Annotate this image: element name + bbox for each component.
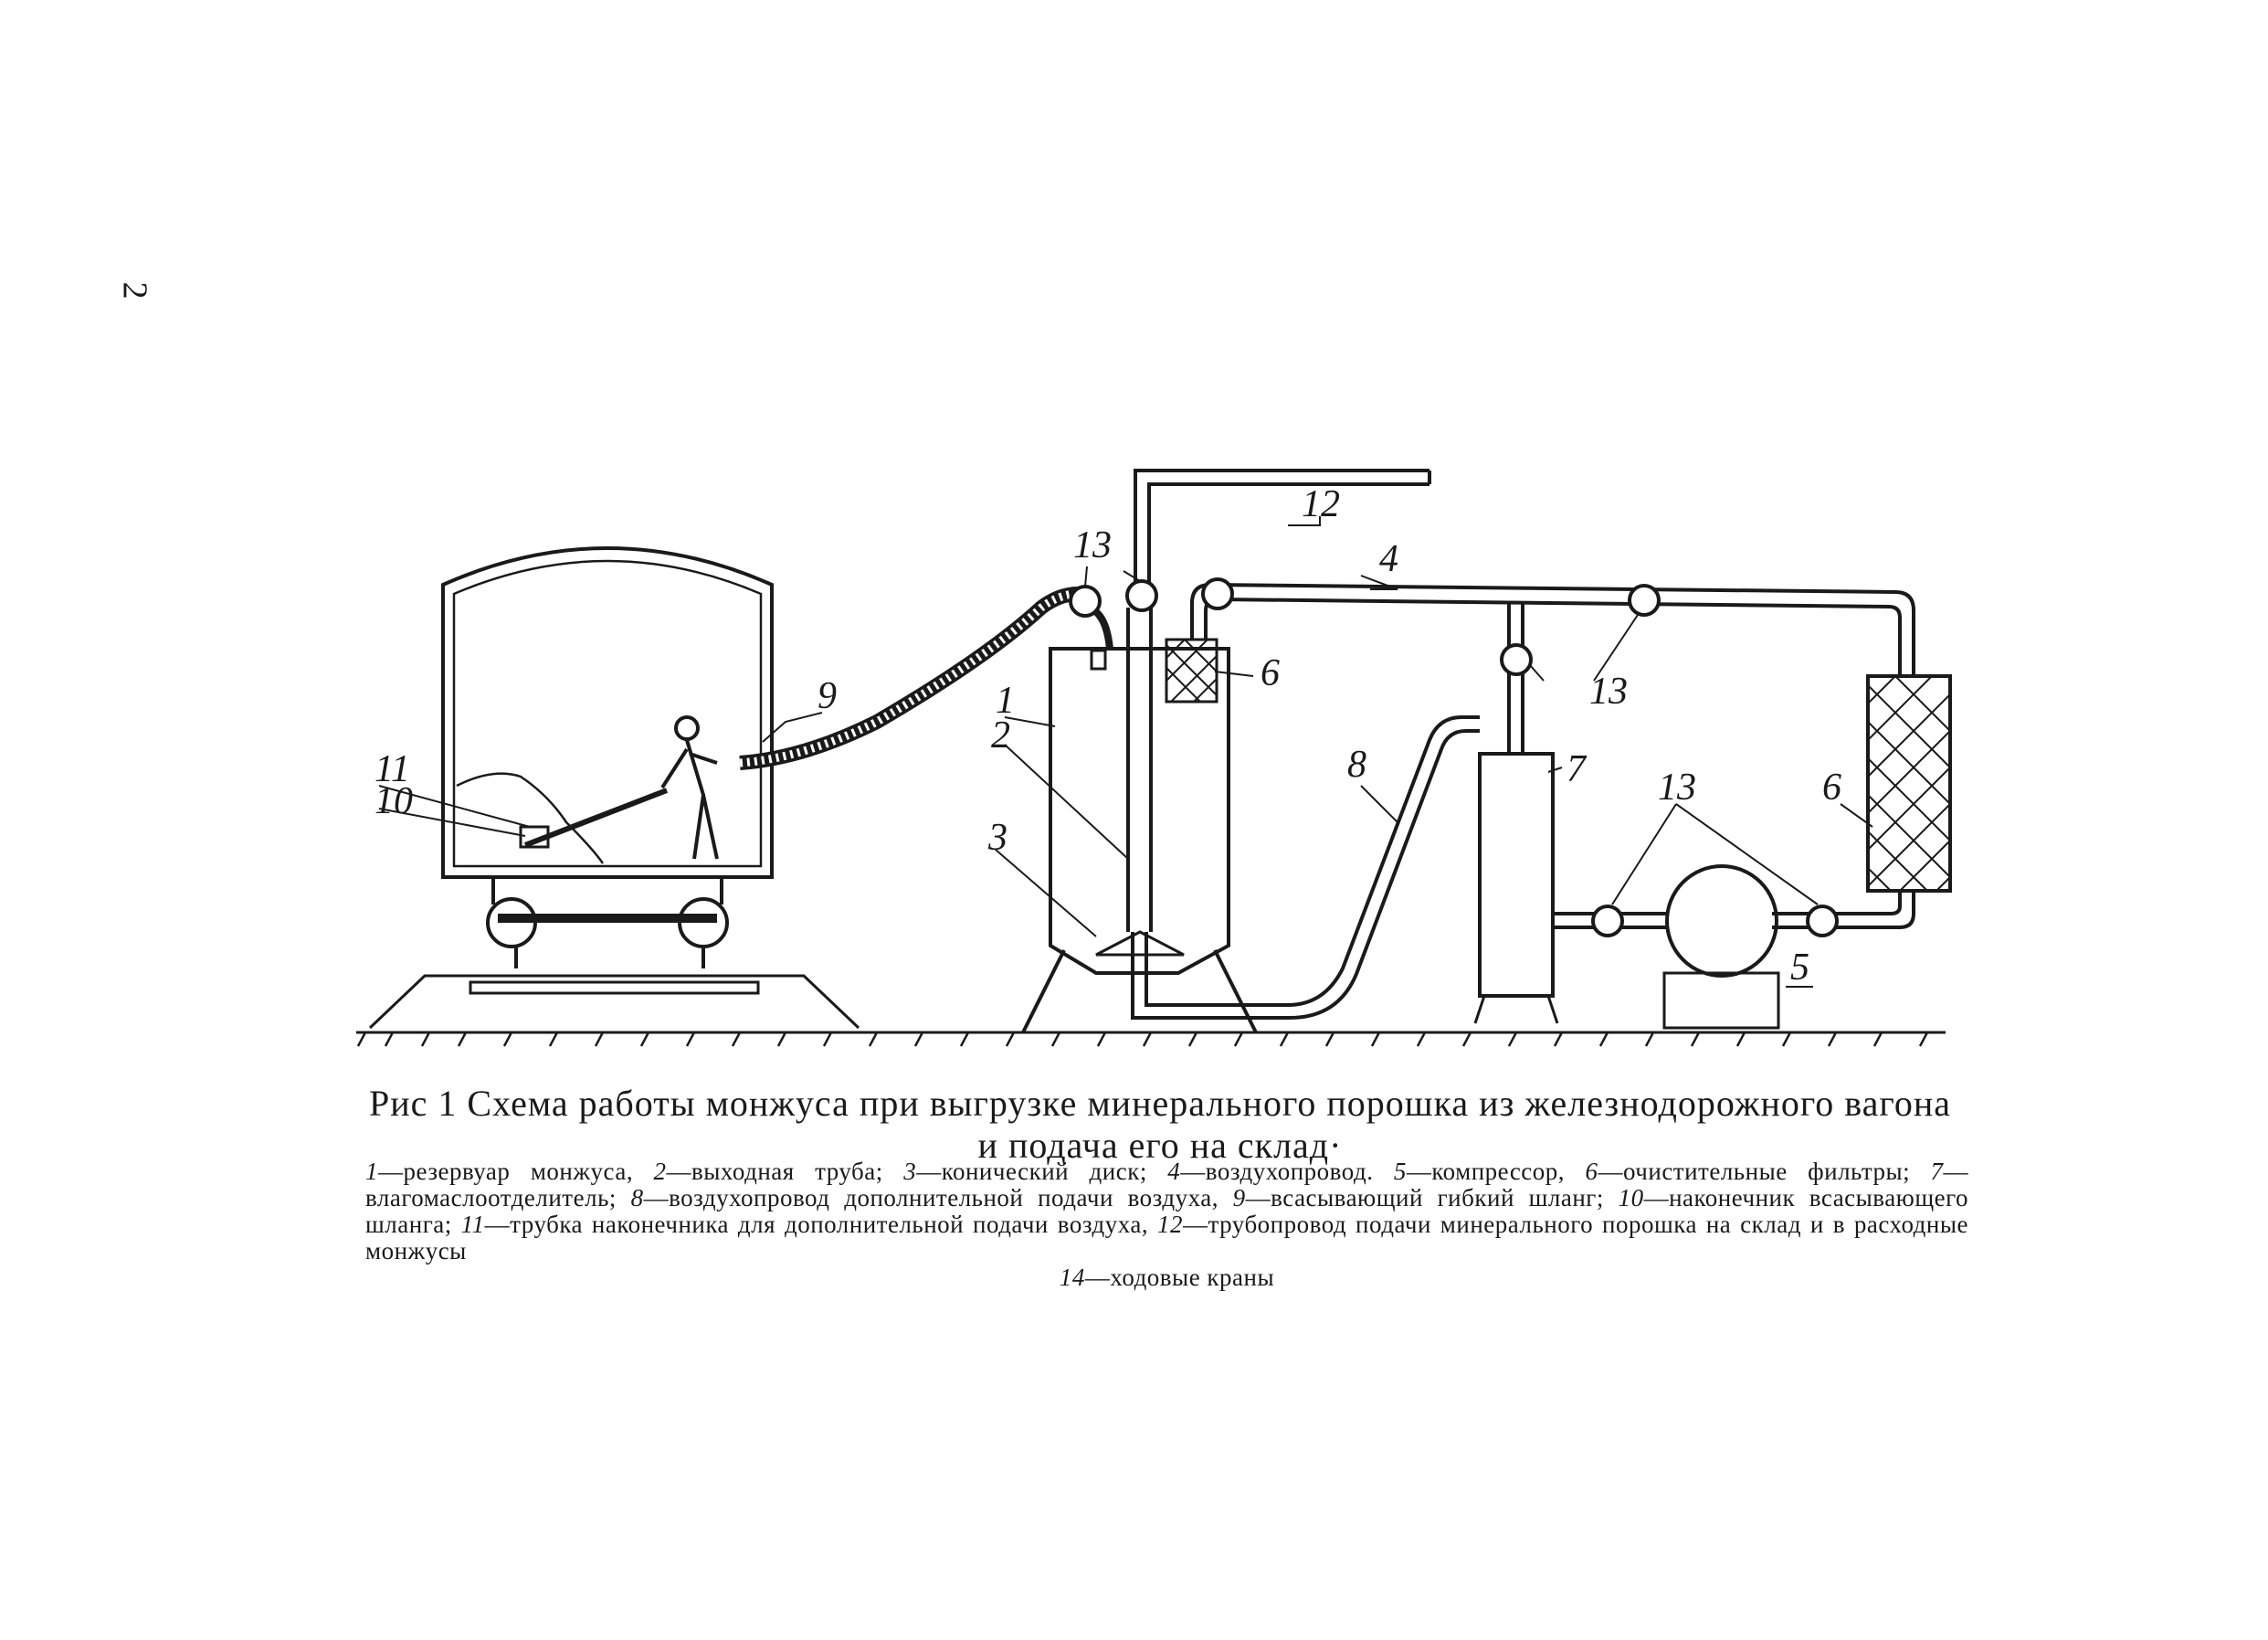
small-filter-hatch: [1166, 639, 1218, 703]
worker-head: [674, 715, 700, 741]
legend-item: 7—влагомаслоотделитель;: [365, 1158, 1969, 1211]
leader-line: [1547, 767, 1563, 773]
leader-line: [378, 785, 531, 828]
leader-line: [1840, 803, 1873, 828]
valve: [1069, 585, 1102, 618]
callout-12: 12: [1302, 483, 1340, 525]
legend-item: 4—воздухопровод.: [1167, 1158, 1374, 1185]
callout-11: 11: [374, 748, 410, 790]
callout-13-bottom: 13: [1658, 767, 1696, 809]
compressor: [1665, 864, 1778, 978]
callout-13-top: 13: [1073, 524, 1112, 566]
filter-to-compressor: [1772, 891, 1915, 929]
callout-1: 1: [996, 680, 1015, 722]
air-line: [1204, 597, 1902, 676]
leader-line: [1360, 575, 1398, 590]
callout-4: 4: [1379, 538, 1398, 580]
caption-line-2: и подача его на склад·: [977, 1125, 1343, 1166]
ground-hatch: [356, 1032, 1929, 1047]
valve: [1628, 584, 1661, 617]
callout-13-mid: 13: [1589, 671, 1628, 713]
legend-item: 8—воздухопровод дополнительной подачи во…: [630, 1184, 1218, 1211]
moisture-separator: [1478, 752, 1555, 998]
callout-7: 7: [1567, 748, 1588, 790]
extra-air-line: [1131, 729, 1480, 1020]
tank-leg: [1021, 949, 1066, 1033]
valve: [1500, 643, 1533, 676]
compressor-base: [1662, 971, 1780, 1030]
leader-line: [1529, 611, 1640, 682]
figure-caption: Рис 1 Схема работы монжуса при выгрузке …: [356, 1083, 1964, 1167]
legend-item: 6—очистительные фильтры;: [1585, 1158, 1911, 1185]
leader-line: [1214, 671, 1254, 677]
legend-item: 3—конический диск;: [903, 1158, 1147, 1185]
extra-air-line: [1145, 715, 1480, 1007]
separator-base: [1473, 995, 1559, 1024]
leader-line: [1004, 744, 1129, 860]
legend-item: 1—резервуар монжуса,: [365, 1158, 634, 1185]
callout-labels: 1 2 3 4 5 6 6 7 8 9 10 11 12 13 13 13: [374, 483, 1841, 989]
valve: [1201, 577, 1234, 610]
callout-6-small: 6: [1261, 652, 1280, 694]
valve: [1125, 579, 1158, 612]
worker-body: [660, 739, 719, 860]
callout-3: 3: [987, 817, 1007, 859]
callout-8: 8: [1347, 744, 1366, 786]
legend-item: 14—ходовые краны: [1059, 1264, 1275, 1291]
leader-line: [1084, 566, 1141, 587]
wagon-body: [441, 546, 774, 879]
large-filter-hatch: [1867, 675, 1951, 892]
powder-pipeline: [1134, 469, 1429, 603]
leader-line: [1611, 803, 1819, 905]
valve: [1591, 905, 1624, 937]
leader-line: [1288, 516, 1321, 526]
rail-embankment: [368, 974, 860, 1030]
flexible-hose: [739, 587, 1079, 770]
powder-pipeline: [1147, 482, 1429, 603]
caption-line-1: Рис 1 Схема работы монжуса при выгрузке …: [369, 1083, 1951, 1124]
air-line: [1190, 582, 1915, 676]
legend-item: 11—трубка наконечника для дополнительной…: [460, 1211, 1149, 1238]
figure-legend: 1—резервуар монжуса, 2—выходная труба; 3…: [365, 1159, 1968, 1291]
leader-line: [1004, 716, 1056, 727]
leader-line: [995, 849, 1097, 937]
tank-leg: [1213, 949, 1258, 1033]
rail: [469, 980, 760, 995]
callout-10: 10: [374, 780, 413, 822]
legend-item: 10—наконечник всасывающего шланга;: [365, 1184, 1969, 1238]
wagon-body-inner: [452, 559, 763, 868]
powder-pile: [456, 772, 605, 864]
leader-line: [1360, 785, 1398, 823]
legend-item: 5—компрессор,: [1393, 1158, 1566, 1185]
monjus-tank: [1049, 647, 1230, 975]
callout-9: 9: [818, 675, 837, 717]
wagon-wheel: [486, 897, 537, 948]
leader-line: [378, 808, 526, 837]
legend-item: 12—трубопровод подачи минерального порош…: [365, 1211, 1968, 1264]
conical-disc: [1095, 930, 1185, 957]
callout-2: 2: [991, 714, 1010, 757]
filter-to-compressor: [1772, 891, 1902, 915]
legend-item: 9—всасывающий гибкий шланг;: [1232, 1184, 1604, 1211]
large-filter: [1866, 674, 1952, 893]
valve: [1806, 905, 1839, 937]
callout-5: 5: [1790, 947, 1809, 989]
leader-line: [762, 712, 823, 743]
tank-inlet: [1090, 649, 1107, 671]
callout-6-large: 6: [1822, 767, 1841, 809]
legend-item: 2—выходная труба;: [653, 1158, 883, 1185]
suction-nozzle: [519, 825, 550, 849]
